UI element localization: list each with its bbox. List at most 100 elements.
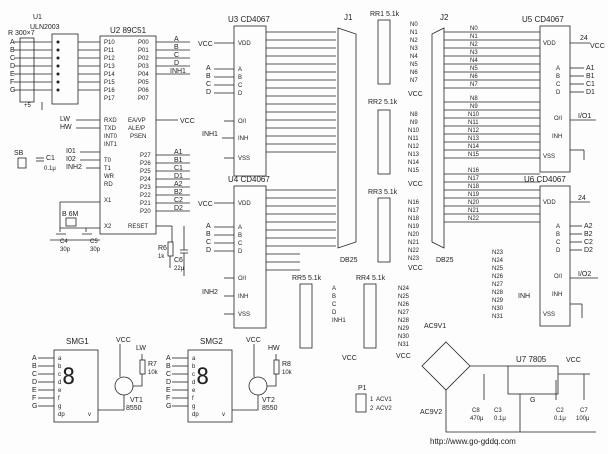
svg-text:VCC: VCC xyxy=(590,43,605,50)
svg-text:v: v xyxy=(88,412,91,418)
svg-text:N18: N18 xyxy=(468,184,480,190)
svg-text:A: A xyxy=(238,225,242,231)
svg-text:B: B xyxy=(332,294,336,300)
svg-text:N25: N25 xyxy=(398,294,410,300)
svg-text:INH1: INH1 xyxy=(332,318,346,324)
svg-text:N17: N17 xyxy=(468,176,480,182)
u3-left-nets: VCC AB CD INH1 xyxy=(198,41,218,138)
svg-text:E: E xyxy=(166,387,171,394)
svg-text:D: D xyxy=(10,63,15,70)
r7-value: 10k xyxy=(148,370,159,376)
p1-ac2: ACV2 xyxy=(376,406,392,412)
rpack-label: R 300×7 xyxy=(8,30,35,37)
svg-text:N29: N29 xyxy=(492,298,504,304)
vt1-part: 8550 xyxy=(126,405,142,412)
svg-text:N12: N12 xyxy=(408,144,420,150)
svg-text:B: B xyxy=(32,363,37,370)
svg-text:N9: N9 xyxy=(410,120,418,126)
svg-text:INH2: INH2 xyxy=(66,164,82,171)
svg-text:N1: N1 xyxy=(410,30,418,36)
svg-text:B: B xyxy=(238,233,242,239)
svg-text:P13: P13 xyxy=(104,64,115,70)
svg-text:B2: B2 xyxy=(584,231,593,238)
svg-text:VSS: VSS xyxy=(238,156,250,162)
svg-text:INH: INH xyxy=(552,292,562,298)
rr-resistors xyxy=(377,19,391,263)
svg-text:P11: P11 xyxy=(104,48,115,54)
r7-body xyxy=(139,359,146,375)
svg-text:N31: N31 xyxy=(398,342,410,348)
svg-text:C: C xyxy=(556,240,561,246)
svg-text:P05: P05 xyxy=(138,80,149,86)
svg-text:P04: P04 xyxy=(138,72,149,78)
svg-text:INH1: INH1 xyxy=(170,68,186,75)
svg-text:B: B xyxy=(174,44,179,51)
svg-text:N8: N8 xyxy=(470,96,478,102)
svg-text:N30: N30 xyxy=(492,306,504,312)
smg2-label: SMG2 xyxy=(200,337,223,346)
svg-text:EA/VP: EA/VP xyxy=(128,118,146,124)
svg-text:B: B xyxy=(166,363,171,370)
svg-text:C1: C1 xyxy=(586,81,595,88)
p1-connector xyxy=(355,393,367,413)
svg-text:N14: N14 xyxy=(408,160,420,166)
svg-text:C: C xyxy=(32,371,37,378)
svg-text:N22: N22 xyxy=(408,248,420,254)
svg-text:N5: N5 xyxy=(410,62,418,68)
svg-text:N9: N9 xyxy=(470,104,478,110)
u4-label: U4 CD4067 xyxy=(228,175,270,184)
svg-text:N7: N7 xyxy=(410,78,418,84)
svg-text:N8: N8 xyxy=(410,112,418,118)
svg-text:A: A xyxy=(32,355,37,362)
svg-text:VDD: VDD xyxy=(238,201,251,207)
svg-text:D: D xyxy=(238,249,243,255)
svg-text:B: B xyxy=(206,231,211,238)
svg-text:N15: N15 xyxy=(408,168,420,174)
svg-text:N3: N3 xyxy=(470,50,478,56)
svg-text:C: C xyxy=(174,52,179,59)
u7-body xyxy=(507,365,559,395)
r6-label: R6 xyxy=(158,245,167,252)
j2-connector xyxy=(431,27,445,249)
rr5-label: RR5 5.1k xyxy=(292,275,322,282)
u3-label: U3 CD4067 xyxy=(228,15,270,24)
svg-text:VCC: VCC xyxy=(198,201,213,208)
svg-text:N4: N4 xyxy=(470,58,478,64)
svg-text:A: A xyxy=(238,67,242,73)
bridge-ac1: AC9V1 xyxy=(424,323,446,330)
p1-pin1: 1 xyxy=(370,397,374,403)
source-url: http://www.go-gddq.com xyxy=(430,437,516,446)
smg1-digit: 8 xyxy=(62,365,75,390)
svg-text:g: g xyxy=(192,404,195,410)
svg-text:INT0: INT0 xyxy=(104,134,118,140)
svg-text:N2: N2 xyxy=(410,38,418,44)
smg1-body xyxy=(53,349,99,423)
svg-text:G: G xyxy=(32,403,37,410)
u6-pins: VDD AB CD O/I INH VSS xyxy=(543,200,562,318)
plus5-label: +5 xyxy=(24,103,32,109)
svg-text:D: D xyxy=(174,60,179,67)
svg-text:24: 24 xyxy=(578,195,586,202)
svg-text:F: F xyxy=(10,79,14,86)
svg-text:d: d xyxy=(192,380,195,386)
svg-text:A2: A2 xyxy=(174,181,183,188)
vt1-wiring xyxy=(98,344,143,411)
rr3-label: RR3 5.1k xyxy=(368,189,398,196)
u4-right-leads xyxy=(266,189,336,271)
svg-text:D: D xyxy=(238,91,243,97)
j2-db25: DB25 xyxy=(436,257,454,264)
svg-text:E: E xyxy=(32,387,37,394)
svg-text:c: c xyxy=(58,372,61,378)
svg-text:ALE/P: ALE/P xyxy=(128,126,145,132)
svg-text:O/I: O/I xyxy=(554,274,562,280)
sb-switch xyxy=(17,157,27,169)
u5-label: U5 CD4067 xyxy=(522,15,564,24)
svg-text:A2: A2 xyxy=(584,223,593,230)
svg-text:D2: D2 xyxy=(174,205,183,212)
svg-text:B: B xyxy=(10,47,15,54)
svg-text:C: C xyxy=(332,302,337,308)
svg-text:P20: P20 xyxy=(140,209,151,215)
vt2-symbol xyxy=(248,376,268,396)
